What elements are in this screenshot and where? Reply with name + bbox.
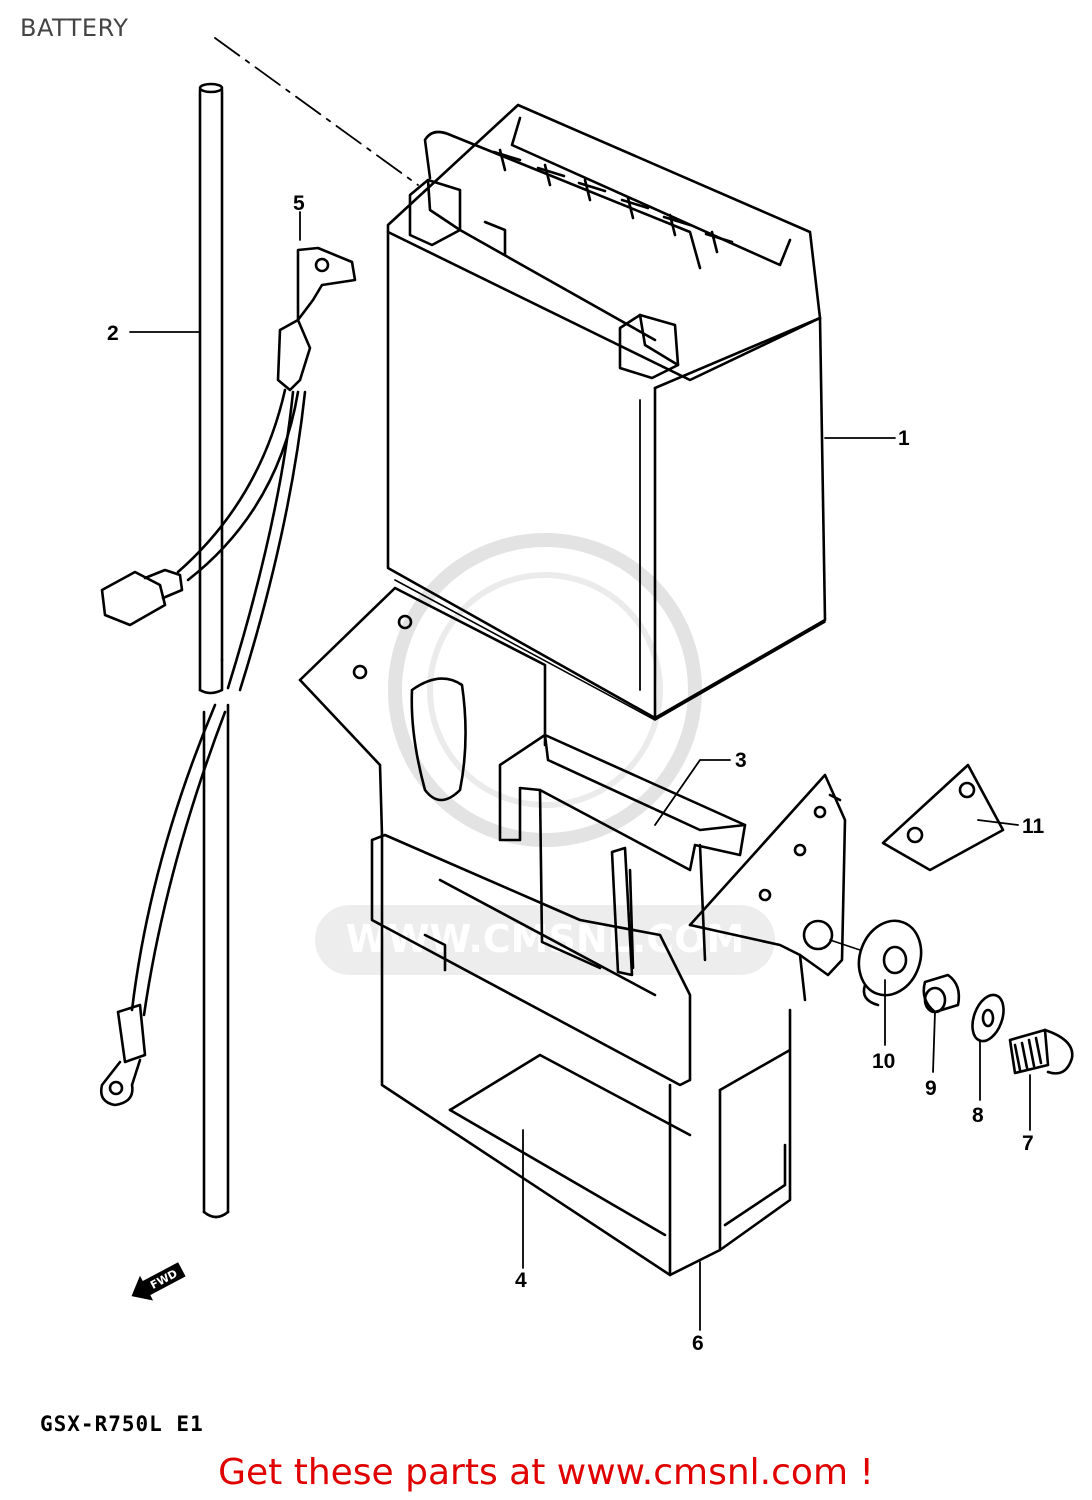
callout-5: 5 — [293, 192, 305, 215]
callout-2: 2 — [107, 322, 119, 345]
watermark-text: WWW.CMSNL.COM — [346, 917, 745, 961]
callout-1: 1 — [898, 427, 910, 450]
callout-4: 4 — [515, 1269, 527, 1292]
leader-lines — [129, 211, 1031, 1331]
plate — [881, 763, 1005, 872]
callout-3: 3 — [735, 749, 747, 772]
battery-case — [298, 586, 847, 1277]
forward-arrow-icon: FWD — [131, 1262, 186, 1301]
breather-tube — [198, 82, 230, 1219]
battery — [386, 103, 827, 721]
callout-11: 11 — [1022, 815, 1045, 838]
battery-pad — [498, 733, 747, 977]
callout-10: 10 — [872, 1050, 895, 1073]
callout-9: 9 — [925, 1077, 937, 1100]
callout-6: 6 — [692, 1332, 704, 1355]
vent-leader-line — [214, 37, 419, 186]
cushion — [857, 919, 923, 1007]
model-code: GSX-R750L E1 — [40, 1412, 204, 1436]
watermark-logo: WWW.CMSNL.COM — [315, 533, 775, 975]
page-title: BATTERY — [20, 14, 129, 42]
bolt — [1008, 1028, 1074, 1075]
battery-cable — [100, 246, 357, 1107]
washer — [971, 993, 1005, 1043]
fastener-axis — [829, 939, 861, 951]
callout-7: 7 — [1022, 1132, 1034, 1155]
promo-link[interactable]: Get these parts at www.cmsnl.com ! — [218, 1452, 874, 1493]
collar — [922, 973, 961, 1014]
callout-8: 8 — [972, 1104, 984, 1127]
